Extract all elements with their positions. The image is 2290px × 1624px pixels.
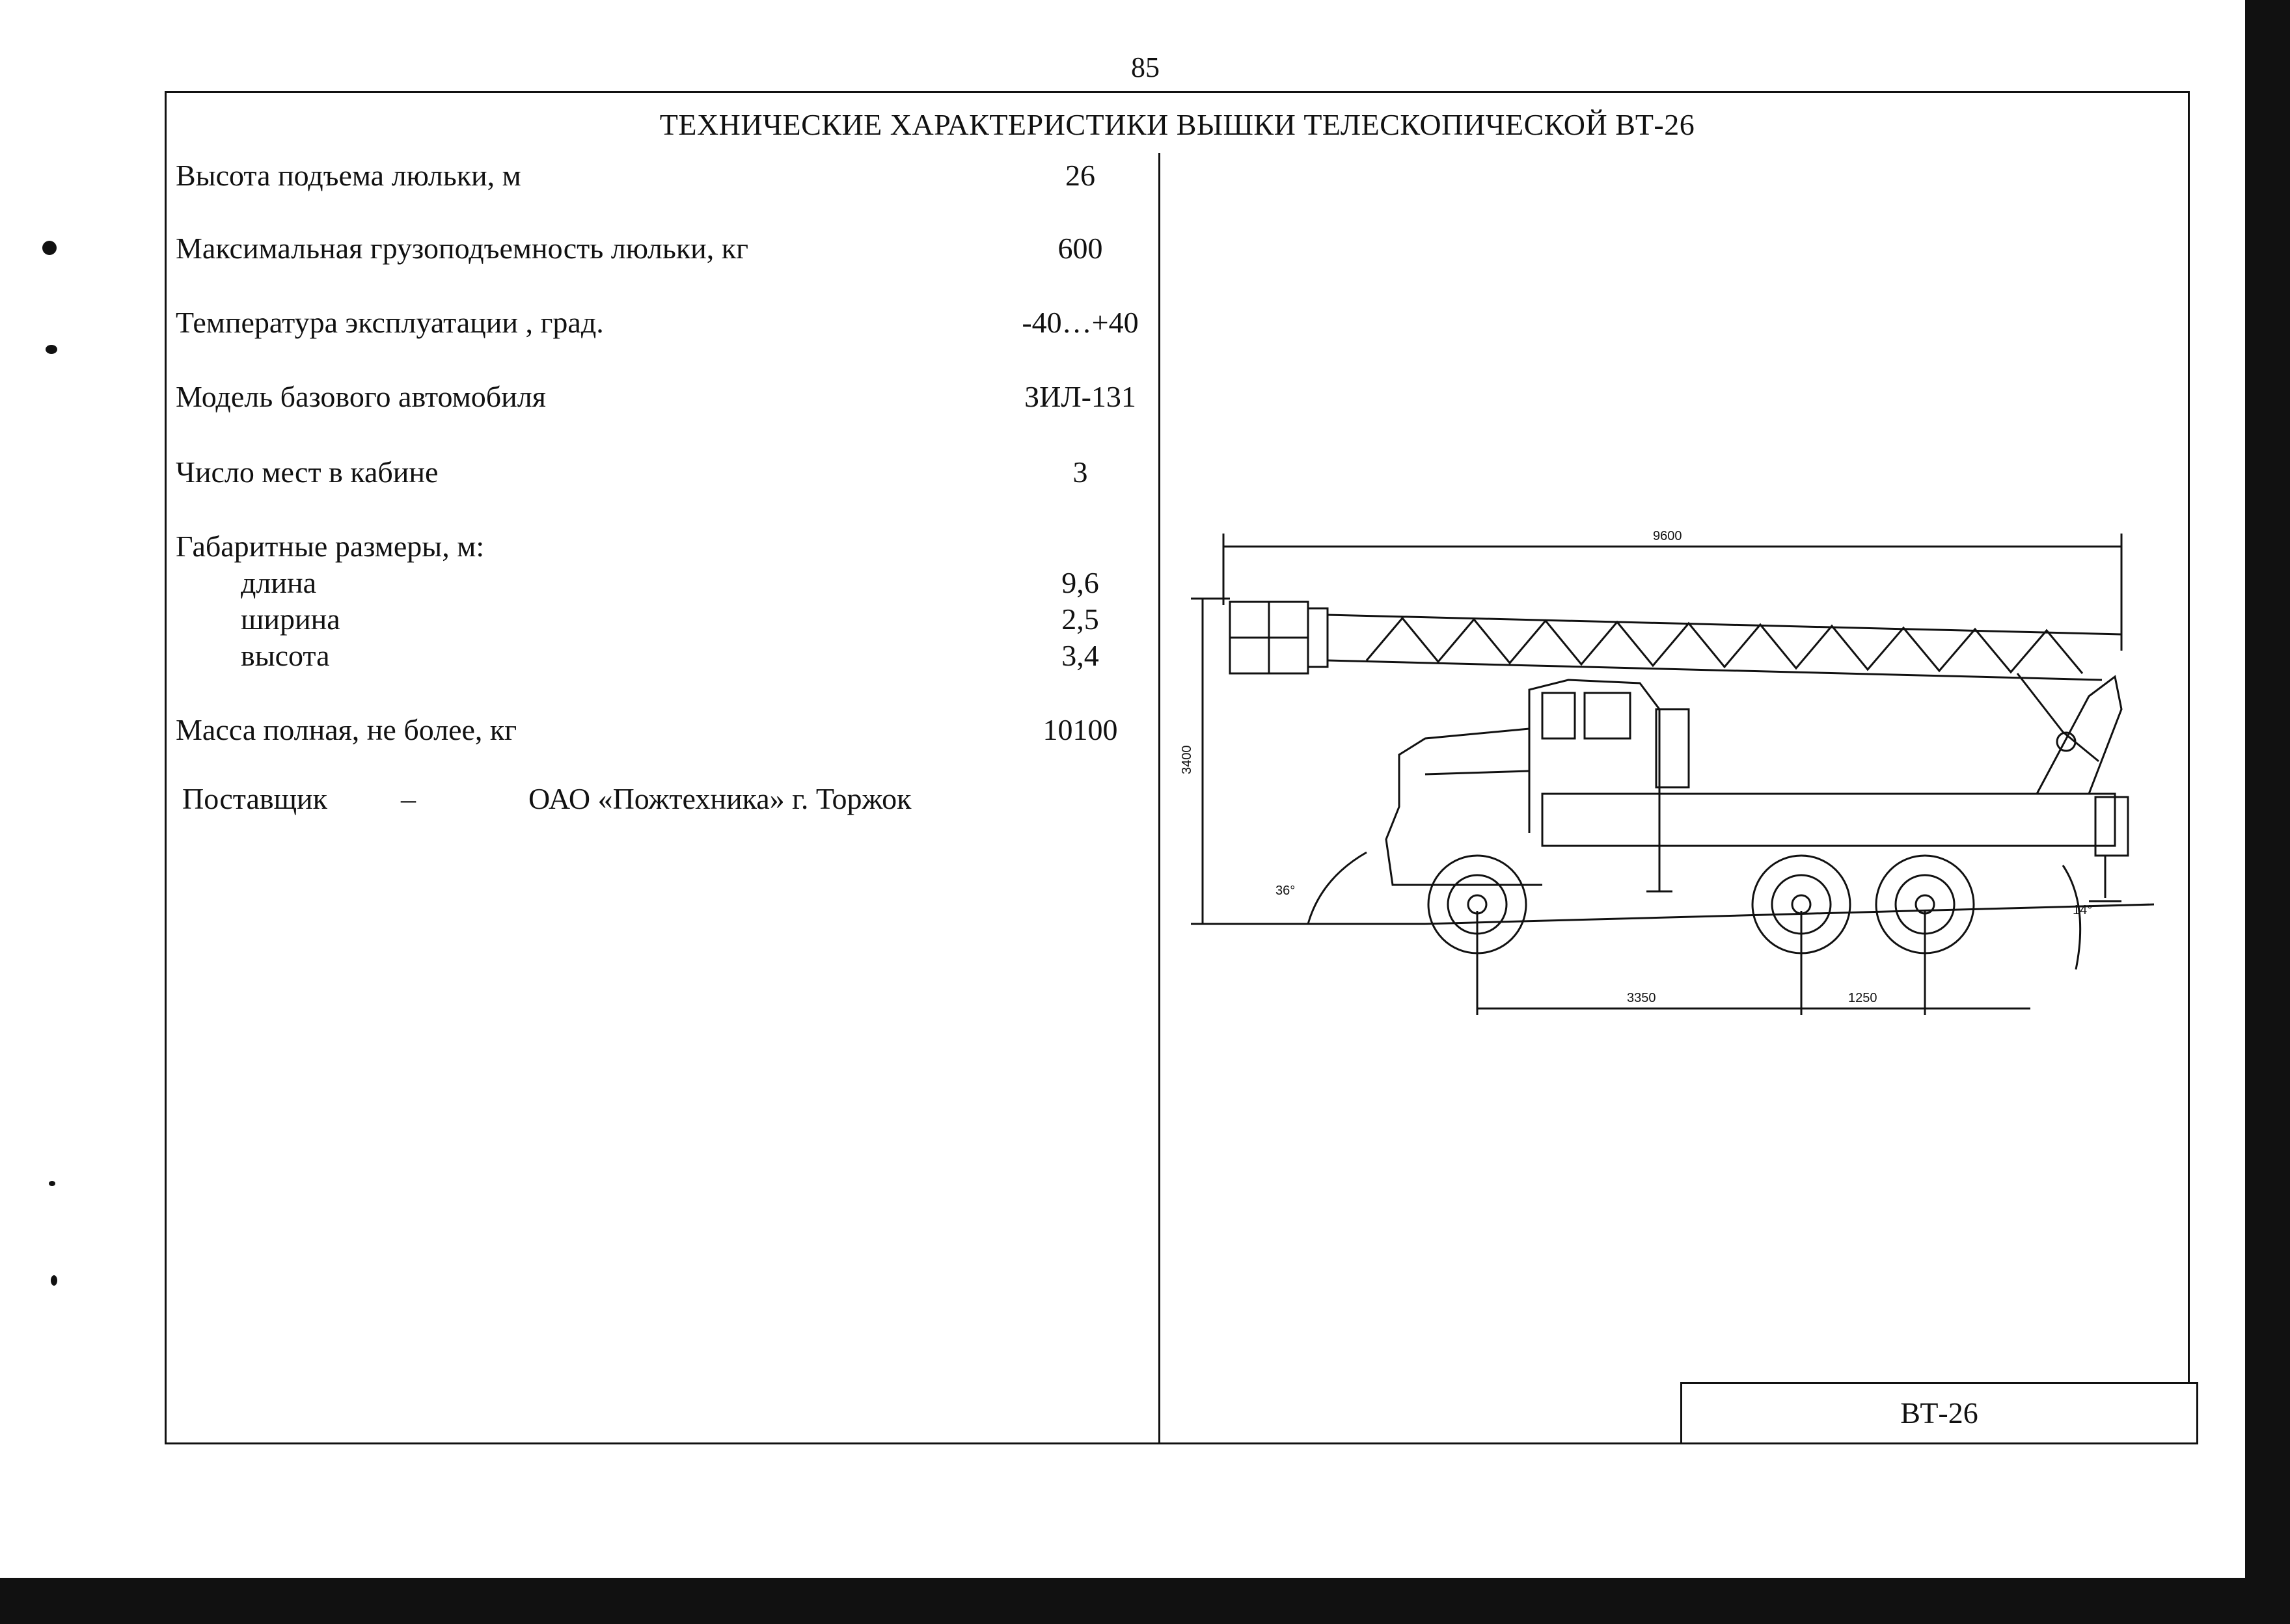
spec-value: 3,4 (1061, 639, 1099, 672)
wheel-center (1915, 894, 1935, 915)
boom-truss (1365, 616, 2084, 674)
dim-label-height: 3400 (1180, 746, 1194, 775)
spec-label: длина (241, 566, 317, 599)
boom-pivot (2036, 675, 2123, 794)
angle-label-front: 36° (1275, 884, 1295, 898)
spec-label: Высота подъема люльки, м (176, 159, 521, 192)
boom-top-chord (1327, 614, 2122, 636)
boom-lift-arm (2016, 673, 2099, 763)
spec-value: 3 (1072, 455, 1088, 489)
spec-value: 10100 (1043, 713, 1118, 746)
supplier-row: Поставщик – ОАО «Пожтехника» г. Торжок (182, 781, 911, 816)
spec-label: Температура эксплуатации , град. (176, 306, 604, 339)
spec-label: Максимальная грузоподъемность люльки, кг (176, 232, 749, 265)
spec-label: Число мест в кабине (176, 455, 439, 489)
spec-value: -40…+40 (1022, 306, 1139, 339)
chassis-frame (1541, 792, 2116, 847)
angle-label-rear: 14° (2073, 903, 2092, 917)
dim-label-wheelbase: 3350 (1627, 991, 1656, 1005)
spec-sheet-frame: ТЕХНИЧЕСКИЕ ХАРАКТЕРИСТИКИ ВЫШКИ ТЕЛЕСКО… (165, 91, 2198, 1444)
cab-window (1541, 692, 1576, 740)
approach-angle-arc (1307, 851, 1367, 925)
scan-speck (46, 345, 57, 354)
column-divider (1158, 153, 1160, 1444)
scan-border-bottom (0, 1578, 2290, 1624)
spec-row-height: высота 3,4 (176, 638, 1152, 677)
middle-wheel (1751, 854, 1851, 954)
spec-value: 600 (1057, 232, 1103, 265)
spec-row-cab-seats: Число мест в кабине 3 (176, 455, 1152, 494)
dim-label-length: 9600 (1653, 529, 1682, 543)
document-code-box: ВТ-26 (1680, 1382, 2198, 1444)
hydraulic-tank (1655, 708, 1690, 789)
ground-line (1424, 903, 2155, 925)
cab-window (1583, 692, 1631, 740)
pivot-joint (2056, 731, 2077, 752)
spec-row-base-vehicle: Модель базового автомобиля ЗИЛ-131 (176, 379, 1152, 418)
document-code: ВТ-26 (1900, 1396, 1978, 1429)
spec-row-temperature: Температура эксплуатации , град. -40…+40 (176, 305, 1152, 344)
page-number: 85 (1131, 51, 1160, 83)
wheel-hub (1894, 874, 1956, 935)
supplier-label: Поставщик (182, 782, 327, 815)
spec-value: 9,6 (1061, 566, 1099, 599)
rear-outrigger (2094, 796, 2129, 857)
spec-label: высота (241, 639, 330, 672)
scan-border-right (2245, 0, 2290, 1624)
spec-label: Масса полная, не более, кг (176, 713, 517, 746)
spec-value: ЗИЛ-131 (1024, 380, 1136, 413)
spec-row-gross-mass: Масса полная, не более, кг 10100 (176, 712, 1152, 751)
basket-mount (1307, 607, 1329, 668)
spec-row-max-load: Максимальная грузоподъемность люльки, кг… (176, 231, 1152, 270)
dim-label-rear-axle: 1250 (1848, 991, 1877, 1005)
spec-label: Модель базового автомобиля (176, 380, 546, 413)
spec-row-lift-height: Высота подъема люльки, м 26 (176, 158, 1152, 197)
departure-angle-arc (2062, 865, 2082, 970)
spec-row-dimensions: Габаритные размеры, м: (176, 529, 1152, 568)
wheel-center (1791, 894, 1812, 915)
front-wheel (1427, 854, 1527, 954)
cab (1528, 679, 1661, 833)
engine-hood (1385, 727, 1542, 886)
truck-drawing: 9600 3400 3350 1250 36° 14° (1180, 529, 2155, 1015)
spec-row-length: длина 9,6 (176, 565, 1152, 604)
spec-value: 26 (1065, 159, 1095, 192)
spec-value: 2,5 (1061, 602, 1099, 636)
scan-speck (42, 241, 57, 255)
wheel-center (1467, 894, 1488, 915)
spec-label: ширина (241, 602, 340, 636)
boom-bottom-chord (1327, 659, 2103, 681)
supplier-value: ОАО «Пожтехника» г. Торжок (528, 782, 912, 815)
wheel-hub (1771, 874, 1832, 935)
supplier-dash: – (401, 782, 416, 815)
scan-speck (49, 1181, 55, 1186)
sheet-title: ТЕХНИЧЕСКИЕ ХАРАКТЕРИСТИКИ ВЫШКИ ТЕЛЕСКО… (659, 108, 1695, 141)
wheel-hub (1447, 874, 1508, 935)
rear-wheel (1875, 854, 1975, 954)
spec-row-width: ширина 2,5 (176, 602, 1152, 641)
spec-label: Габаритные размеры, м: (176, 530, 485, 563)
hood-line (1424, 770, 1530, 776)
scan-speck (51, 1275, 57, 1286)
